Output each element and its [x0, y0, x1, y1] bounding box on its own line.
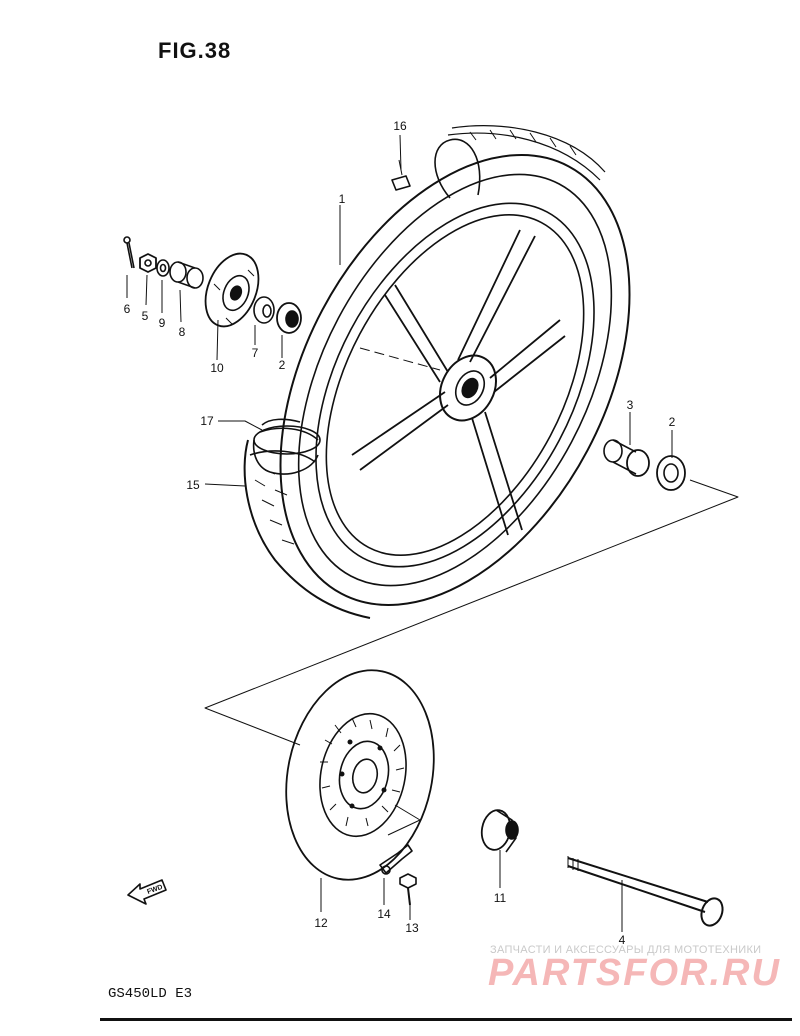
- part-label: 6: [124, 302, 131, 316]
- model-code: GS450LD E3: [108, 986, 193, 1002]
- watermark-logo: PARTSFOR.RU: [488, 952, 781, 994]
- brake-disc: [285, 669, 435, 881]
- part-label: 2: [669, 415, 676, 429]
- lock-washer: [379, 844, 413, 875]
- part-label: 8: [179, 325, 186, 339]
- disc-spacer: [480, 809, 519, 853]
- part-label: 14: [377, 907, 391, 921]
- bearing-right: [656, 455, 686, 491]
- part-label: 11: [494, 891, 507, 905]
- part-label: 5: [142, 309, 149, 323]
- leader-lines: [126, 134, 673, 932]
- oil-seal-left: [253, 296, 275, 324]
- part-label: 16: [393, 119, 407, 133]
- fwd-arrow-icon: [127, 879, 167, 905]
- part-label: 2: [279, 358, 286, 372]
- part-label: 10: [210, 361, 224, 375]
- part-label: 15: [186, 478, 200, 492]
- front-axle: [567, 856, 724, 927]
- speedometer-gearbox: [204, 252, 260, 328]
- part-label: 4: [619, 933, 626, 947]
- wheel-rim: [315, 202, 595, 568]
- part-label: 3: [627, 398, 634, 412]
- bottom-rule: [100, 1018, 792, 1021]
- part-label: 7: [252, 346, 259, 360]
- washer: [156, 259, 170, 277]
- part-label: 9: [159, 316, 166, 330]
- cotter-pin: [123, 236, 135, 269]
- disc-bolt: [399, 873, 417, 906]
- bearing-left: [276, 302, 302, 334]
- spacer-right: [603, 439, 650, 477]
- inner-tube: [252, 418, 321, 475]
- part-labels: 16 1 6 5 9 8 10 7 2 3 2 17 15 12 14 13 1…: [124, 119, 676, 947]
- tube-valve: [391, 138, 481, 199]
- part-label: 13: [405, 921, 419, 935]
- spacer: [169, 261, 204, 289]
- axle-nut: [139, 253, 157, 273]
- part-label: 17: [200, 414, 214, 428]
- part-label: 1: [339, 192, 346, 206]
- watermark-subtitle: ЗАПЧАСТИ И АКСЕССУАРЫ ДЛЯ МОТОТЕХНИКИ: [490, 944, 762, 956]
- part-label: 12: [314, 916, 328, 930]
- tire: [243, 125, 631, 619]
- figure-title: FIG.38: [158, 38, 232, 63]
